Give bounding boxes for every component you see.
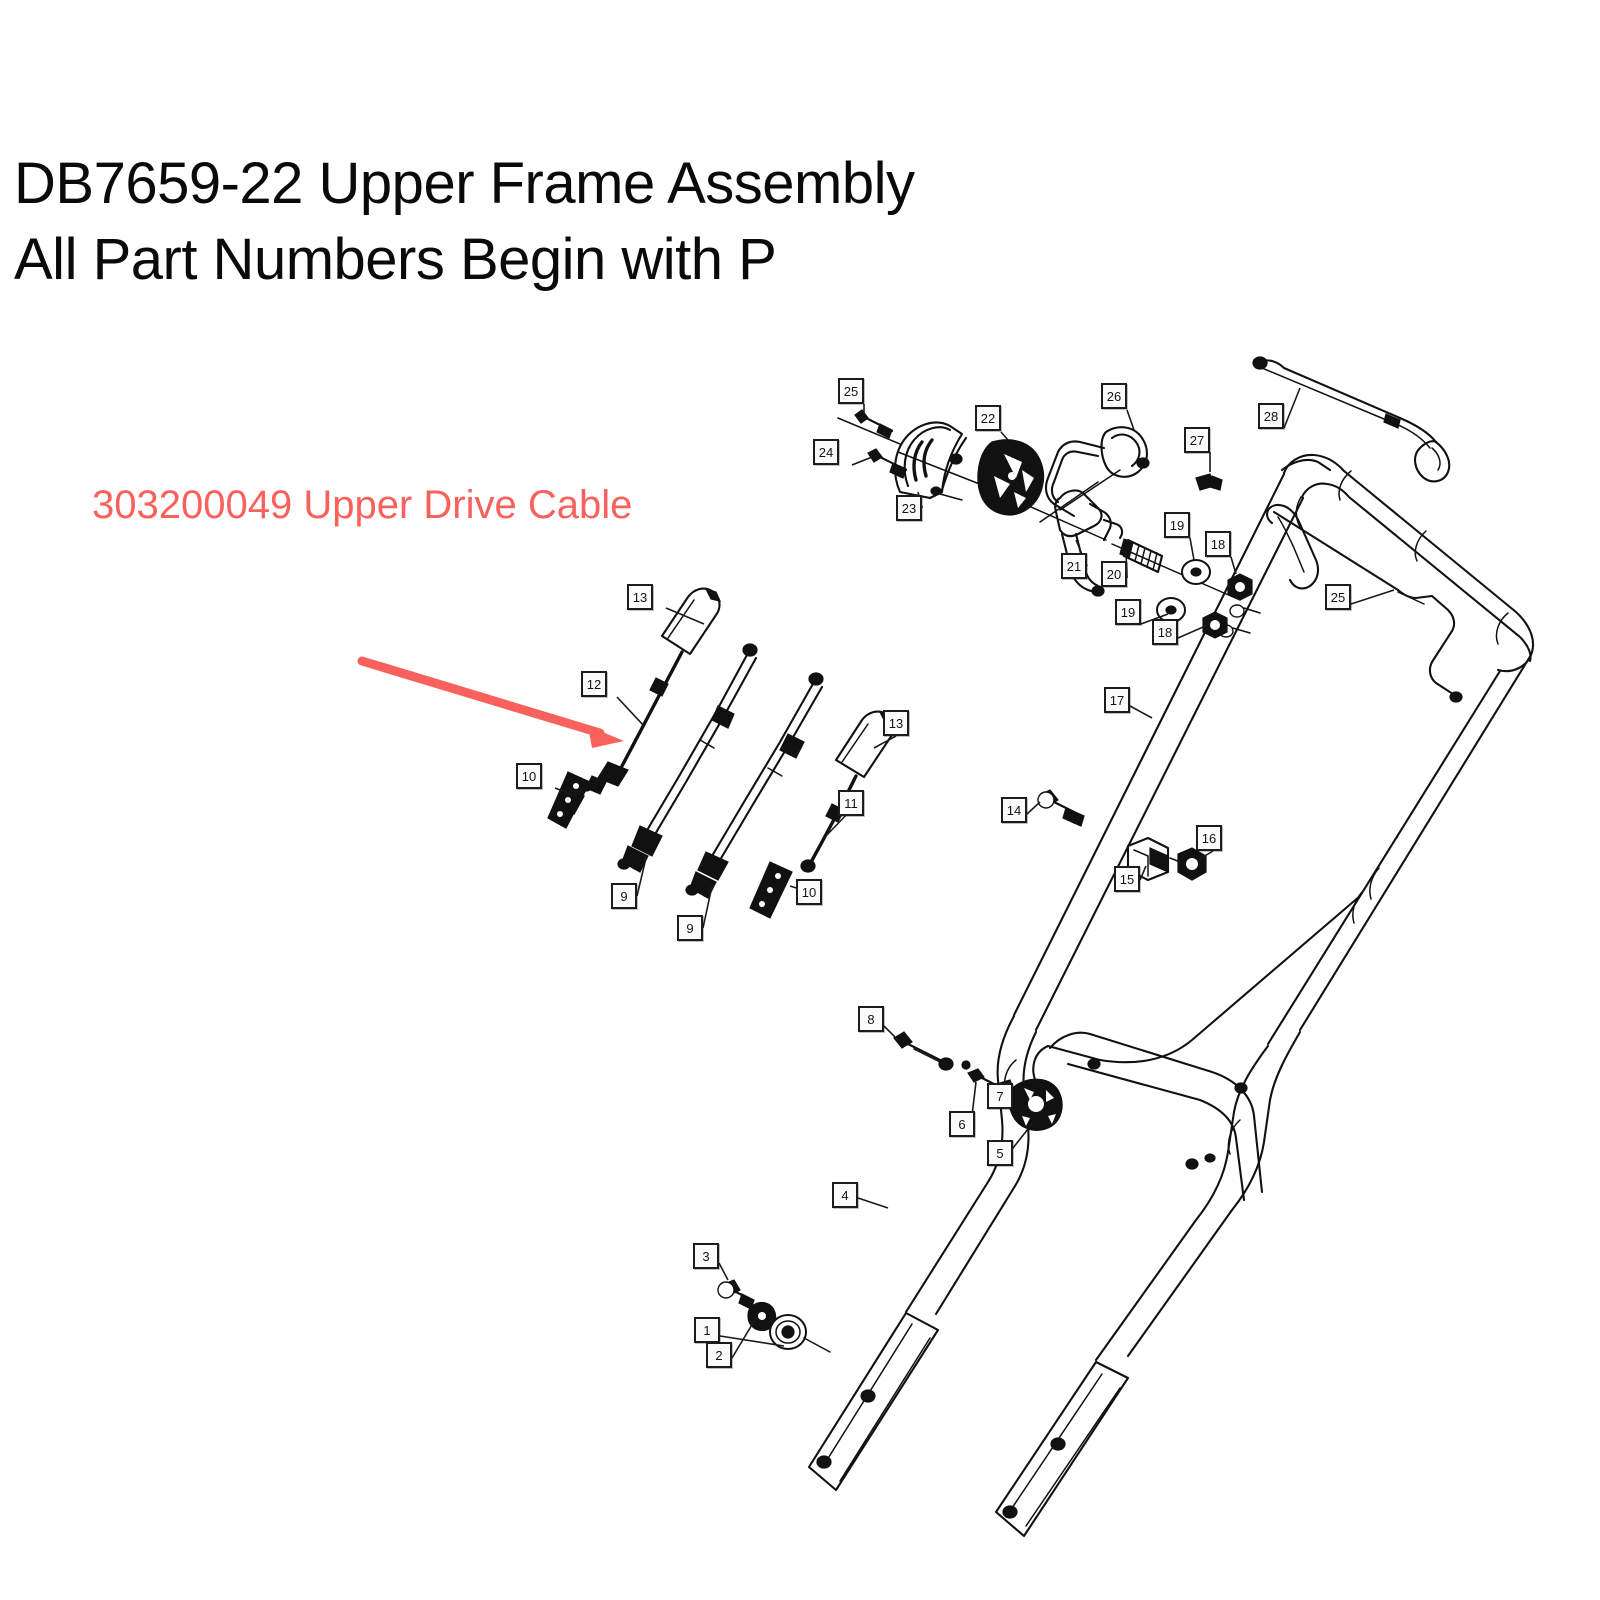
callout-18-a[interactable]: 18: [1205, 531, 1231, 557]
callout-16[interactable]: 16: [1196, 825, 1222, 851]
spring-part-10-left: [547, 771, 591, 829]
callout-10-a[interactable]: 10: [516, 763, 542, 789]
cable-part-9-b: [685, 672, 824, 899]
page-title-line-1: DB7659-22 Upper Frame Assembly: [14, 151, 915, 216]
callout-26[interactable]: 26: [1101, 383, 1127, 409]
cable-part-9-a: [617, 643, 758, 873]
bolt-part-27: [1195, 473, 1223, 491]
upper-frame-handlebar: [807, 453, 1535, 1538]
callout-10-b[interactable]: 10: [796, 879, 822, 905]
callout-19-b[interactable]: 19: [1115, 599, 1141, 625]
rail-hardware-14-15-16: [1037, 789, 1207, 882]
callout-13-a[interactable]: 13: [627, 584, 653, 610]
callout-25-b[interactable]: 25: [1325, 584, 1351, 610]
ratchet-plate-part-22: [977, 439, 1045, 516]
callout-27[interactable]: 27: [1184, 427, 1210, 453]
callout-20[interactable]: 20: [1101, 561, 1127, 587]
callout-14[interactable]: 14: [1001, 797, 1027, 823]
page-title-line-2: All Part Numbers Begin with P: [14, 227, 777, 292]
callout-4[interactable]: 4: [832, 1182, 858, 1208]
knob-part-5: [1008, 1078, 1063, 1131]
spring-sleeve-part-20: [1119, 538, 1164, 574]
grip-part-13-left: [660, 587, 722, 656]
callout-19-a[interactable]: 19: [1164, 512, 1190, 538]
brake-bail-loop: [1266, 503, 1463, 703]
callout-18-b[interactable]: 18: [1152, 619, 1178, 645]
annotation-label: 303200049 Upper Drive Cable: [92, 483, 633, 527]
callout-1[interactable]: 1: [694, 1317, 720, 1343]
callout-9-a[interactable]: 9: [611, 883, 637, 909]
callout-7[interactable]: 7: [987, 1083, 1013, 1109]
callout-8[interactable]: 8: [858, 1006, 884, 1032]
callout-6[interactable]: 6: [949, 1111, 975, 1137]
callout-12[interactable]: 12: [581, 671, 607, 697]
nuts-part-18: [1202, 573, 1253, 639]
red-arrow: [357, 656, 624, 748]
page-title: DB7659-22 Upper Frame Assembly All Part …: [14, 146, 1264, 298]
starter-rope-part-28: [1252, 356, 1451, 483]
callout-21[interactable]: 21: [1061, 553, 1087, 579]
screws-parts-24-25: [854, 409, 908, 479]
callout-22[interactable]: 22: [975, 405, 1001, 431]
callout-23[interactable]: 23: [896, 495, 922, 521]
callout-11[interactable]: 11: [838, 790, 864, 816]
callout-9-b[interactable]: 9: [677, 915, 703, 941]
callout-3[interactable]: 3: [693, 1243, 719, 1269]
callout-25-a[interactable]: 25: [838, 378, 864, 404]
callout-5[interactable]: 5: [987, 1140, 1013, 1166]
cables-and-grips-group: [547, 587, 896, 919]
spring-part-10-right: [749, 861, 793, 919]
bottom-hardware-1-2-3: [717, 1279, 831, 1353]
callout-13-b[interactable]: 13: [883, 710, 909, 736]
callout-15[interactable]: 15: [1114, 866, 1140, 892]
callout-2[interactable]: 2: [706, 1342, 732, 1368]
callout-17[interactable]: 17: [1104, 687, 1130, 713]
callout-28[interactable]: 28: [1258, 403, 1284, 429]
callout-24[interactable]: 24: [813, 439, 839, 465]
